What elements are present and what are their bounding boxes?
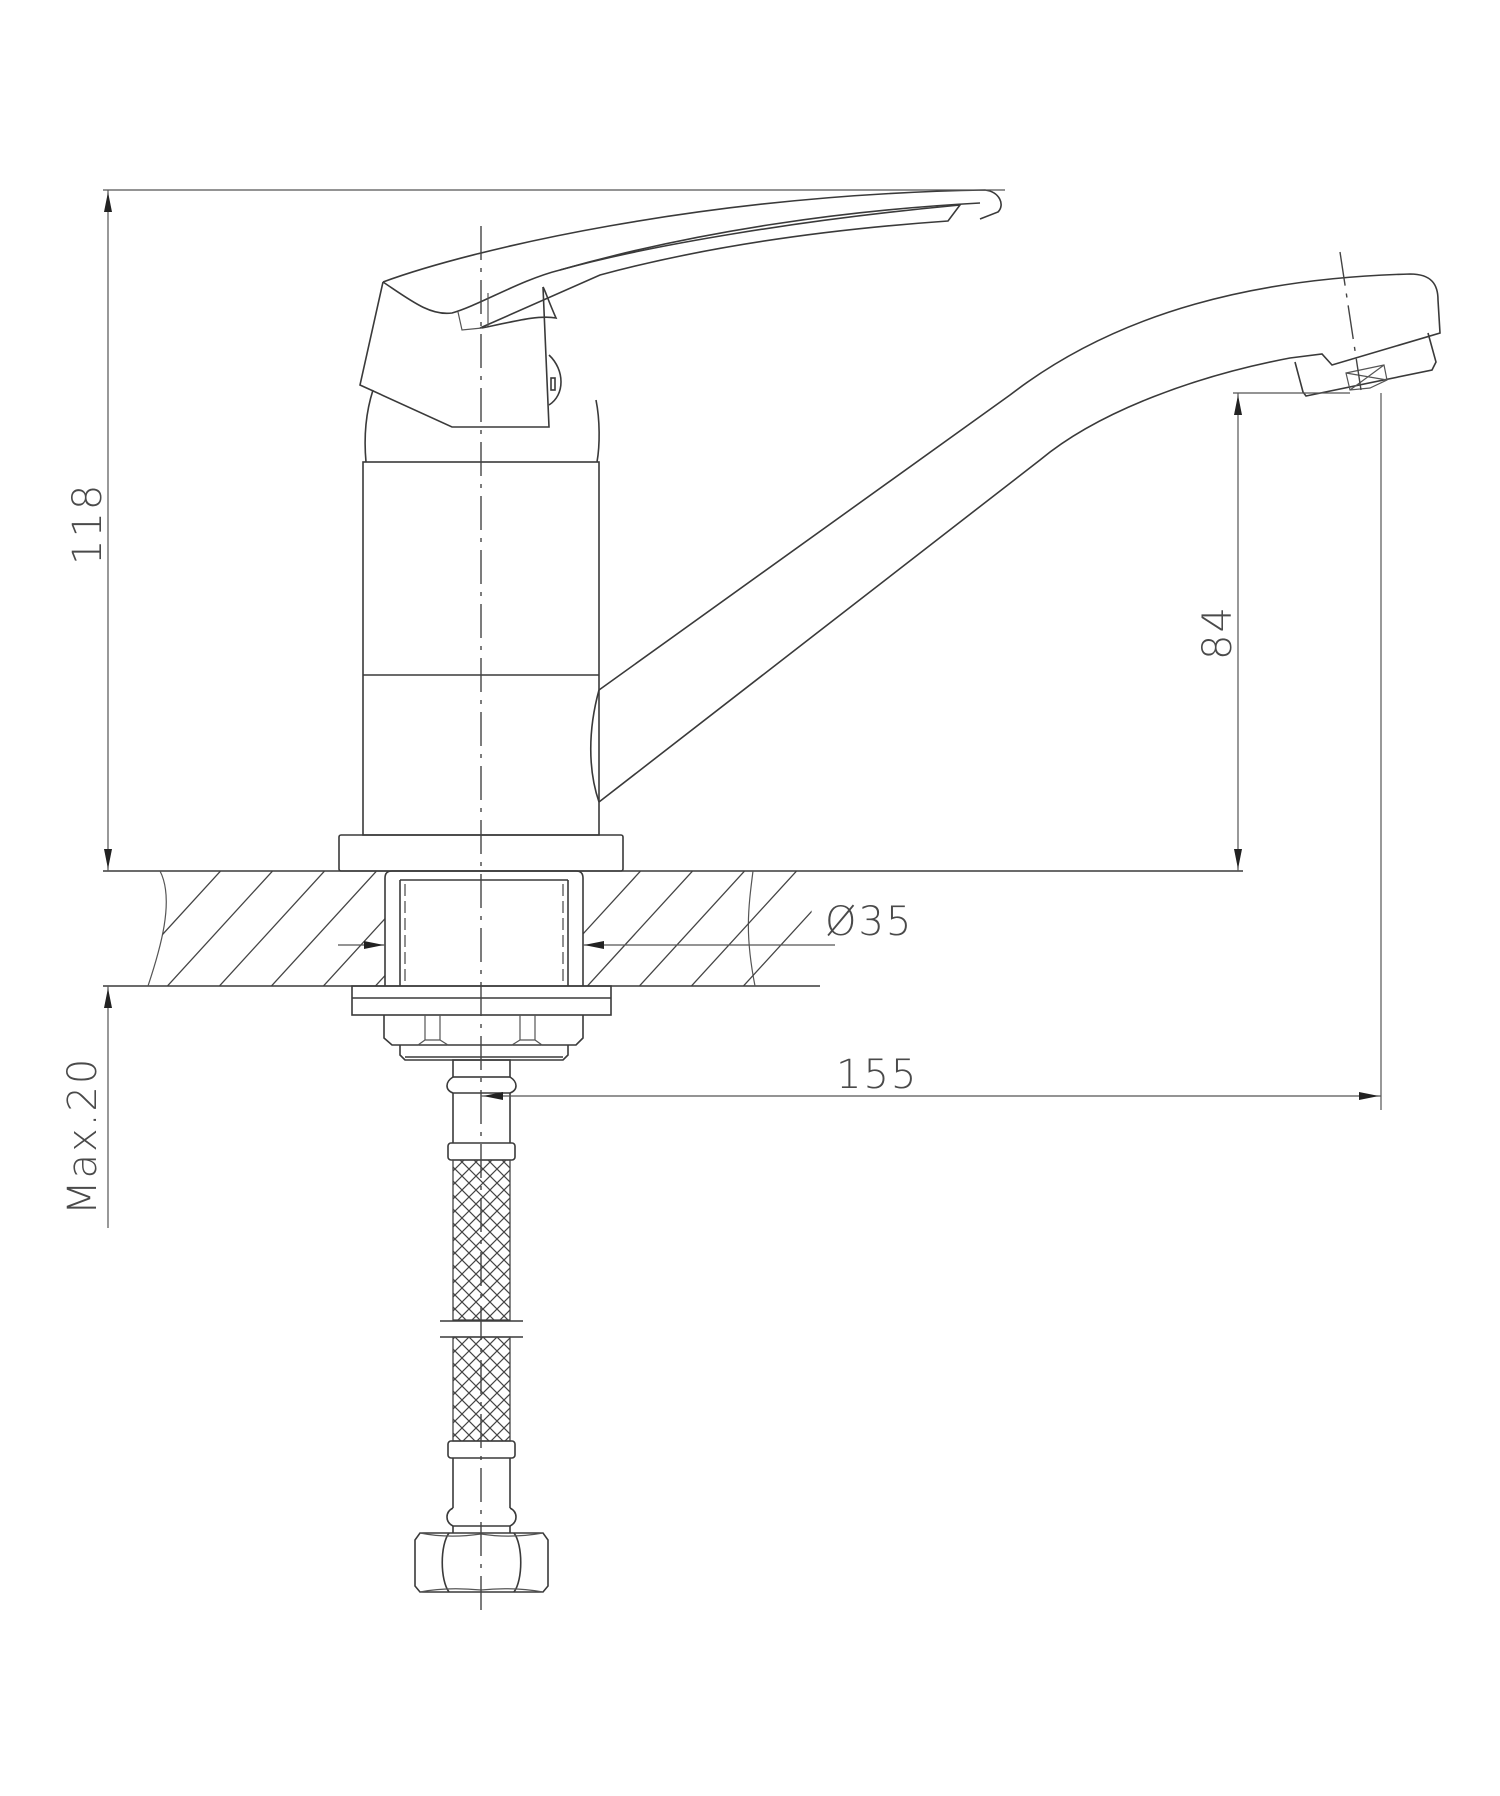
dim-spout-height: 84 — [1195, 392, 1350, 871]
dim-35-label: Ø35 — [825, 899, 913, 945]
cartridge-cap — [359, 281, 600, 463]
dim-spout-reach: 155 — [481, 393, 1382, 1110]
dim-84-label: 84 — [1195, 605, 1241, 660]
dim-hole-diameter: Ø35 — [338, 899, 913, 949]
dim-overall-height: 118 — [65, 189, 1005, 871]
mounting-shank — [384, 870, 584, 986]
lever-handle — [382, 189, 1002, 331]
dim-118-label: 118 — [65, 483, 111, 565]
dim-155-label: 155 — [836, 1052, 918, 1098]
spout — [590, 251, 1441, 803]
dim-max-countertop: Max.20 — [60, 986, 112, 1228]
countertop-section — [103, 870, 1243, 987]
dim-max20-label: Max.20 — [60, 1057, 106, 1215]
